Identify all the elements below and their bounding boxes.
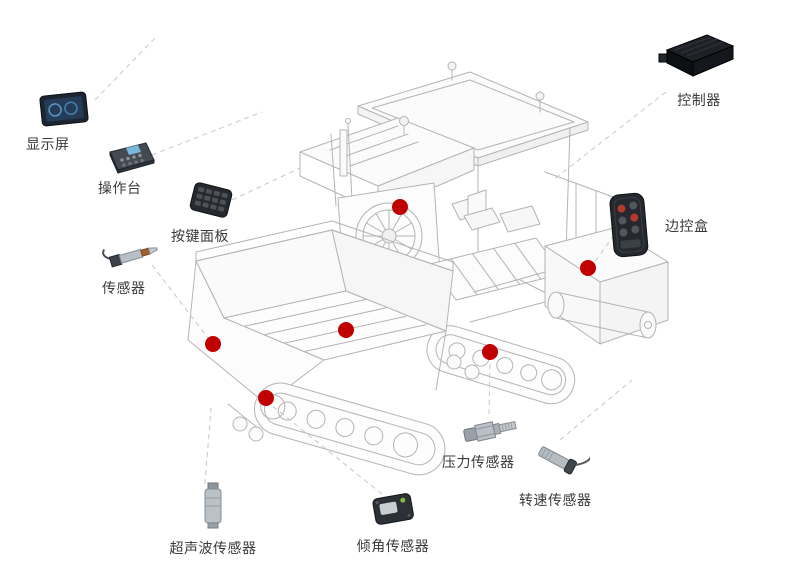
screed-assembly xyxy=(544,227,669,345)
component-tilt-sensor: 倾角传感器 xyxy=(350,488,436,556)
component-label: 显示屏 xyxy=(26,137,70,153)
component-label: 操作台 xyxy=(98,181,142,197)
component-label: 边控盒 xyxy=(665,219,709,235)
component-speed-sensor: 转速传感器 xyxy=(518,436,612,510)
component-label: 倾角传感器 xyxy=(356,539,430,555)
component-display: 显示屏 xyxy=(24,88,116,154)
sensor-icon xyxy=(102,238,192,274)
component-side-control-box: 边控盒 xyxy=(604,190,709,262)
controller-icon xyxy=(657,30,741,82)
component-label: 传感器 xyxy=(102,281,146,297)
side-control-box-icon xyxy=(604,190,654,262)
component-ultrasonic-sensor: 超声波传感器 xyxy=(164,482,262,558)
component-console: 操作台 xyxy=(96,140,188,198)
ultrasonic-sensor-icon xyxy=(198,482,228,530)
component-label: 压力传感器 xyxy=(442,455,515,471)
component-pressure-sensor: 压力传感器 xyxy=(440,412,542,472)
component-label: 控制器 xyxy=(677,93,721,109)
component-label: 按键面板 xyxy=(171,229,229,245)
component-keypad: 按键面板 xyxy=(170,178,272,246)
display-icon xyxy=(38,88,116,130)
keypad-icon xyxy=(184,178,272,222)
pressure-sensor-icon xyxy=(460,412,542,448)
hopper xyxy=(187,220,454,405)
component-label: 超声波传感器 xyxy=(169,541,257,557)
console-icon xyxy=(104,140,188,174)
speed-sensor-icon xyxy=(534,436,612,486)
front-track xyxy=(254,382,446,476)
operator-station xyxy=(429,189,563,301)
component-controller: 控制器 xyxy=(652,30,746,110)
push-rollers xyxy=(227,403,264,442)
component-label: 转速传感器 xyxy=(519,493,592,509)
component-sensor: 传感器 xyxy=(98,238,192,298)
tilt-sensor-icon xyxy=(369,488,417,528)
